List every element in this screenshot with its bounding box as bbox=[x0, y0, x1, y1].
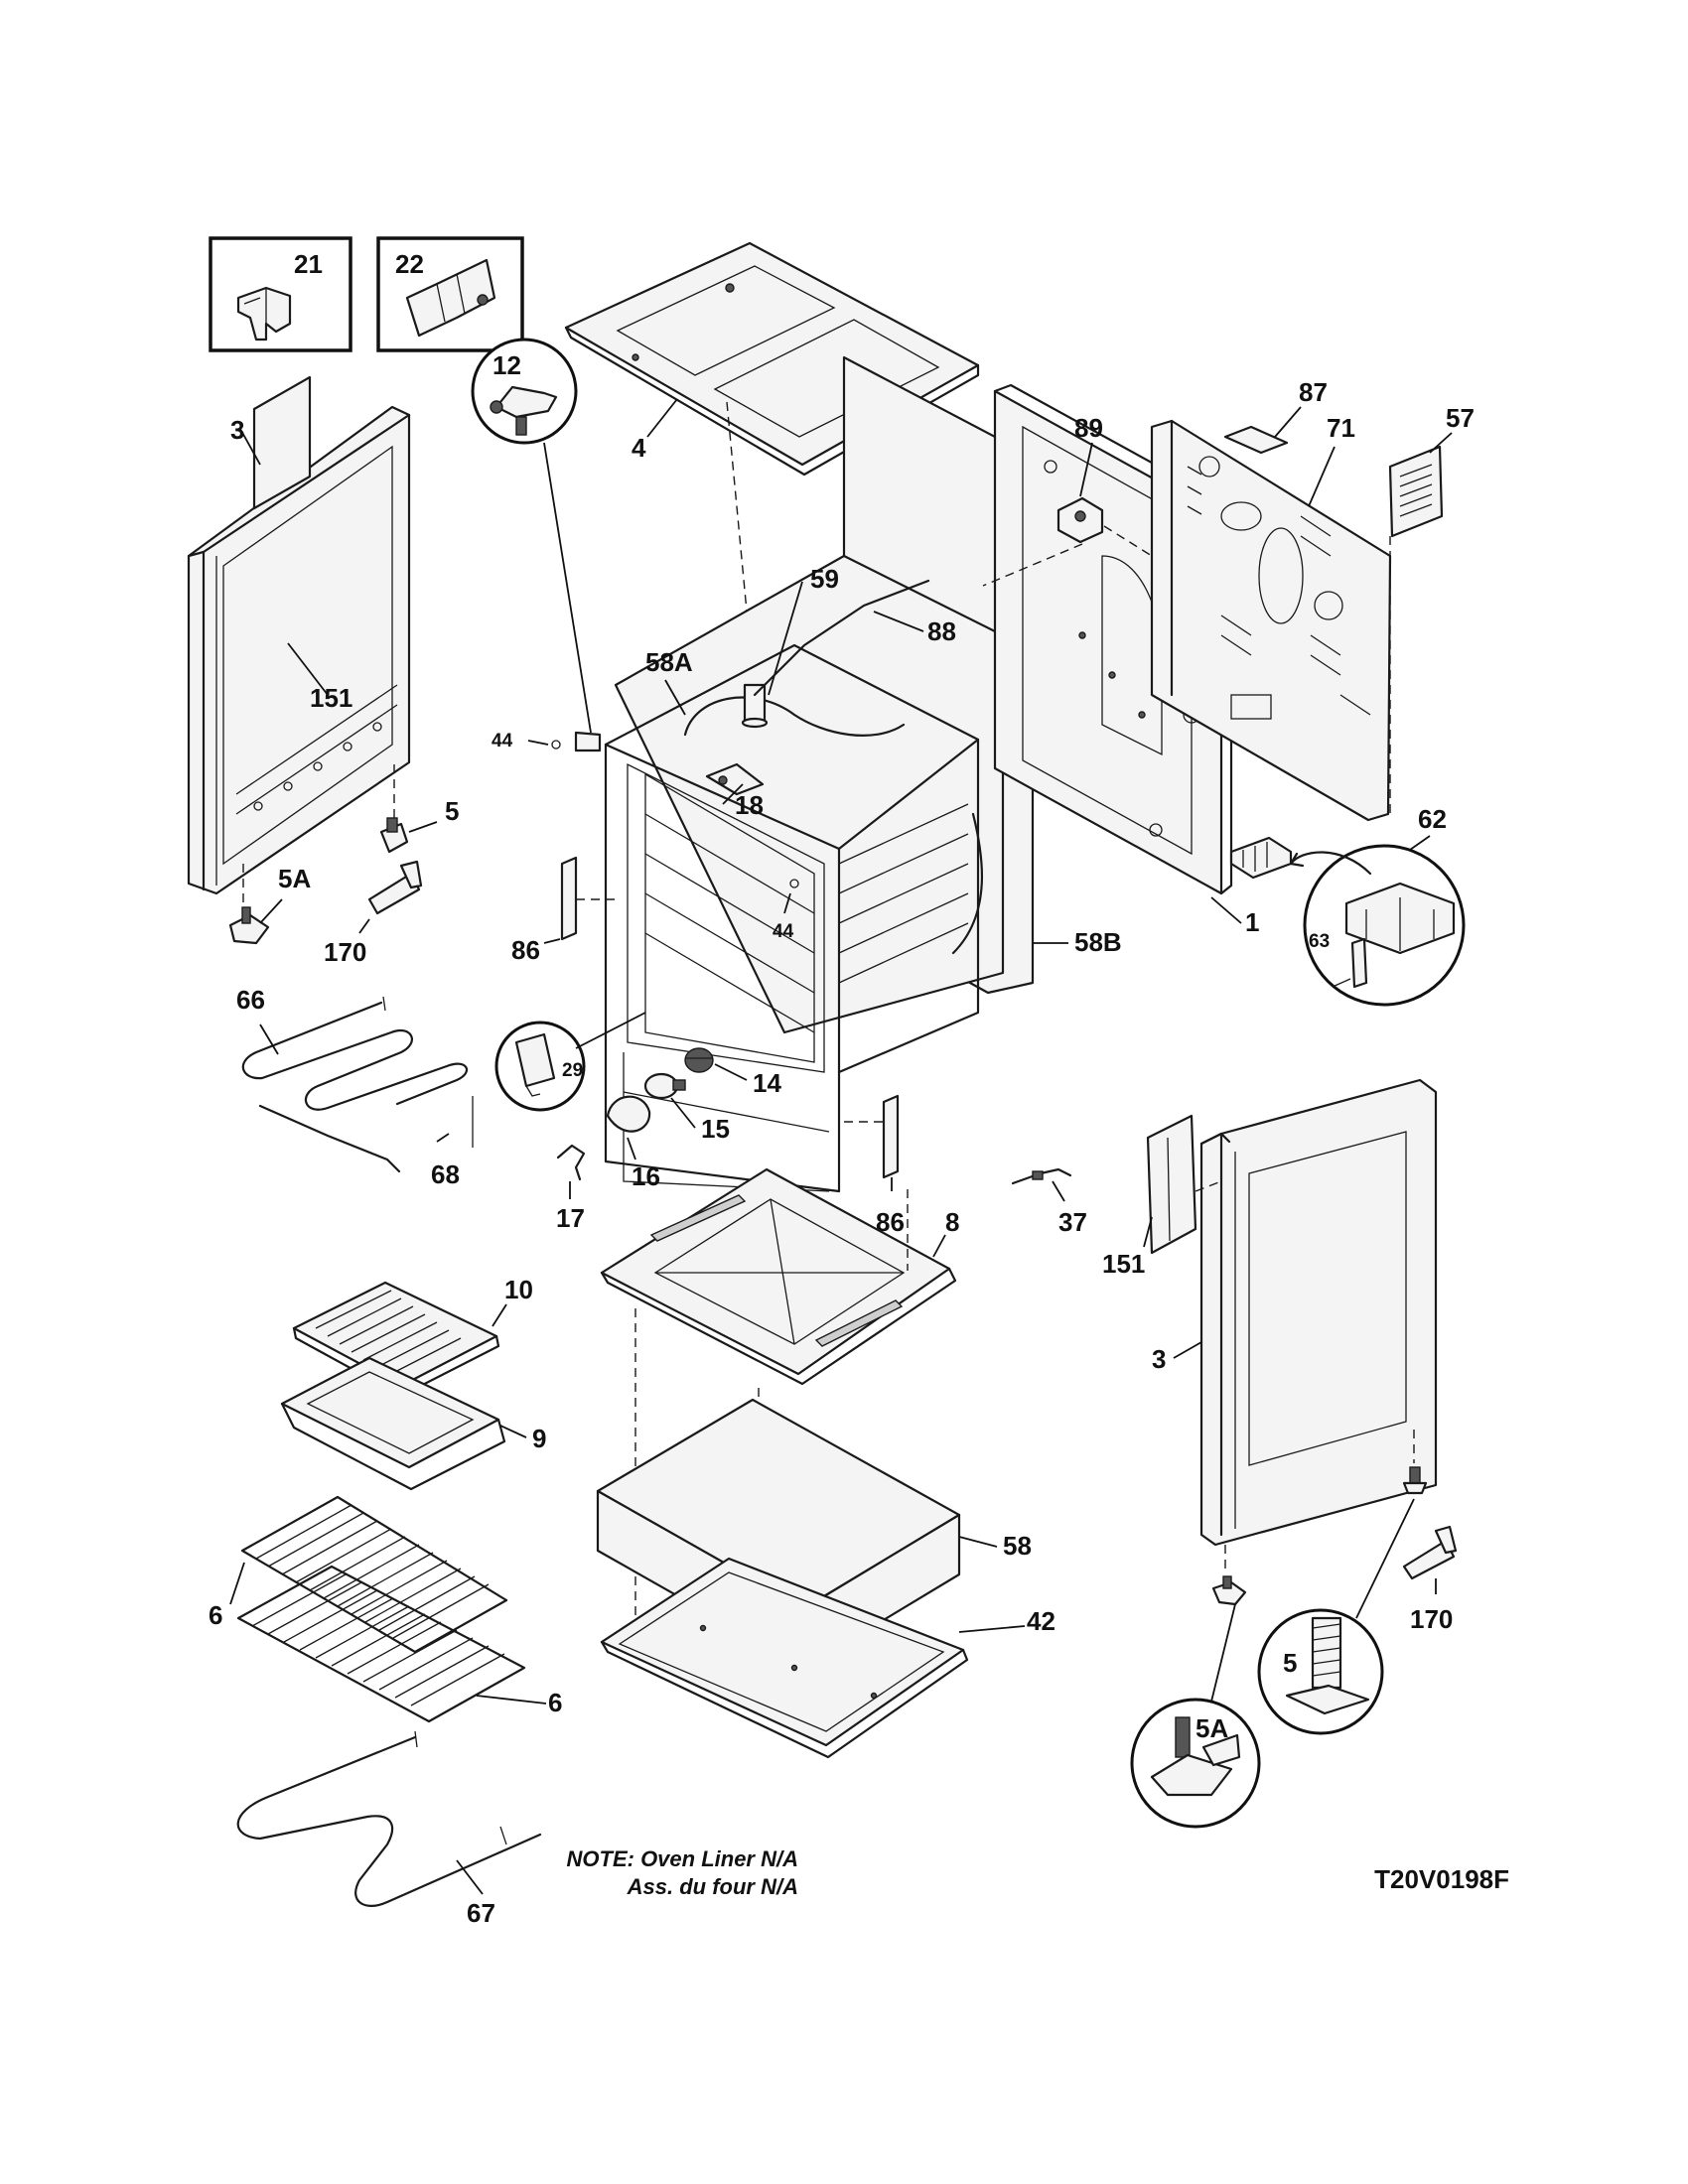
label-15: 15 bbox=[701, 1114, 730, 1144]
broil-element-part-66: 66 bbox=[236, 985, 469, 1111]
label-71: 71 bbox=[1327, 413, 1355, 443]
lamp-socket-part-14: 14 bbox=[684, 1047, 781, 1098]
callout-part-5-lower: 5 bbox=[1257, 1498, 1415, 1735]
label-6-right: 6 bbox=[548, 1688, 562, 1717]
callout-part-62: 63 62 bbox=[1289, 804, 1466, 1007]
part-87-plate: 87 bbox=[1223, 377, 1328, 455]
wire-part-37: 37 bbox=[1011, 1167, 1087, 1237]
label-6-left: 6 bbox=[209, 1600, 222, 1630]
label-29: 29 bbox=[562, 1060, 583, 1081]
label-58: 58 bbox=[1003, 1531, 1032, 1561]
label-42: 42 bbox=[1027, 1606, 1055, 1636]
label-18: 18 bbox=[735, 790, 764, 820]
broiler-pan-part-9: 9 bbox=[280, 1356, 546, 1491]
label-4: 4 bbox=[632, 433, 646, 463]
label-170-left: 170 bbox=[324, 937, 366, 967]
oven-rack-part-6-upper: 6 bbox=[209, 1495, 508, 1654]
label-89: 89 bbox=[1074, 413, 1103, 443]
label-5-upper: 5 bbox=[445, 796, 459, 826]
label-12: 12 bbox=[492, 350, 521, 380]
label-21: 21 bbox=[294, 249, 323, 279]
label-37: 37 bbox=[1058, 1207, 1087, 1237]
bottom-pan-part-42: 42 bbox=[600, 1557, 1055, 1759]
terminal-block bbox=[1229, 836, 1293, 880]
part-44-lower: 44 bbox=[773, 879, 799, 942]
leg-part-5A-lower bbox=[1211, 1575, 1247, 1606]
label-58A: 58A bbox=[645, 647, 693, 677]
oven-bottom-part-8: 8 bbox=[600, 1167, 959, 1386]
label-10: 10 bbox=[504, 1275, 533, 1304]
label-63: 63 bbox=[1309, 931, 1330, 952]
part-59-standoff: 59 bbox=[741, 564, 839, 729]
oven-cavity-part-58A: 58A bbox=[604, 355, 1035, 1193]
label-86-left: 86 bbox=[511, 935, 540, 965]
label-151-right: 151 bbox=[1102, 1249, 1145, 1279]
inset-part-21: 21 bbox=[209, 236, 352, 352]
bracket-part-170-right: 170 bbox=[1402, 1525, 1458, 1634]
label-5A-lower: 5A bbox=[1196, 1713, 1228, 1743]
wire-part-68: 68 bbox=[258, 1096, 474, 1189]
bracket-part-86-left: 86 bbox=[511, 856, 616, 965]
label-9: 9 bbox=[532, 1424, 546, 1453]
label-8: 8 bbox=[945, 1207, 959, 1237]
label-44-upper: 44 bbox=[492, 731, 513, 751]
label-88: 88 bbox=[927, 616, 956, 646]
label-66: 66 bbox=[236, 985, 265, 1015]
label-16: 16 bbox=[632, 1161, 660, 1191]
label-3-left: 3 bbox=[230, 415, 244, 445]
label-44-lower: 44 bbox=[773, 921, 794, 942]
note-line-2: Ass. du four N/A bbox=[627, 1874, 798, 1899]
lamp-lens-part-16: 16 bbox=[606, 1095, 660, 1191]
callout-part-12: 12 bbox=[471, 338, 602, 752]
label-87: 87 bbox=[1299, 377, 1328, 407]
leg-part-5A-upper: 5A bbox=[228, 864, 311, 945]
label-5-lower: 5 bbox=[1283, 1648, 1297, 1678]
bracket-part-151-right: 151 bbox=[1102, 1114, 1222, 1279]
part-44-upper: 44 bbox=[492, 731, 561, 751]
bake-element-part-67: 67 bbox=[236, 1730, 542, 1928]
label-62: 62 bbox=[1418, 804, 1447, 834]
vent-cover-part-57: 57 bbox=[1388, 403, 1475, 538]
label-3-right: 3 bbox=[1152, 1344, 1166, 1374]
right-side-panel-part-3: 3 bbox=[1152, 1078, 1438, 1547]
bracket-part-89: 89 bbox=[1056, 413, 1104, 544]
label-67: 67 bbox=[467, 1898, 495, 1928]
callout-part-29: 29 bbox=[494, 1012, 646, 1112]
label-1: 1 bbox=[1245, 907, 1259, 937]
wire-part-17: 17 bbox=[556, 1144, 586, 1233]
label-151-left: 151 bbox=[310, 683, 352, 713]
leveling-leg-part-5-lower bbox=[1402, 1466, 1428, 1495]
insulation-part-58B: 58B bbox=[1033, 927, 1122, 957]
label-170-right: 170 bbox=[1410, 1604, 1453, 1634]
lamp-bulb-part-15: 15 bbox=[643, 1072, 730, 1144]
note-line-1: NOTE: Oven Liner N/A bbox=[567, 1846, 798, 1871]
left-side-panel-part-3: 3 151 bbox=[187, 375, 411, 895]
label-14: 14 bbox=[753, 1068, 781, 1098]
bracket-part-170-left: 170 bbox=[324, 860, 423, 967]
leveling-leg-part-5-upper: 5 bbox=[379, 796, 459, 854]
label-5A-upper: 5A bbox=[278, 864, 311, 893]
drawing-code: T20V0198F bbox=[1374, 1864, 1509, 1894]
label-58B: 58B bbox=[1074, 927, 1122, 957]
oven-rack-part-6-lower: 6 bbox=[236, 1565, 562, 1723]
back-panel-part-71: 71 bbox=[1150, 413, 1392, 822]
label-57: 57 bbox=[1446, 403, 1475, 433]
label-22: 22 bbox=[395, 249, 424, 279]
label-59: 59 bbox=[810, 564, 839, 594]
label-68: 68 bbox=[431, 1160, 460, 1189]
part-18-sensor: 18 bbox=[705, 762, 765, 820]
label-17: 17 bbox=[556, 1203, 585, 1233]
callout-part-5A-lower: 5A bbox=[1130, 1603, 1261, 1829]
part-88-wire: 88 bbox=[753, 579, 956, 697]
inset-part-22: 22 bbox=[376, 236, 524, 352]
note-block: NOTE: Oven Liner N/A Ass. du four N/A bbox=[567, 1846, 798, 1899]
